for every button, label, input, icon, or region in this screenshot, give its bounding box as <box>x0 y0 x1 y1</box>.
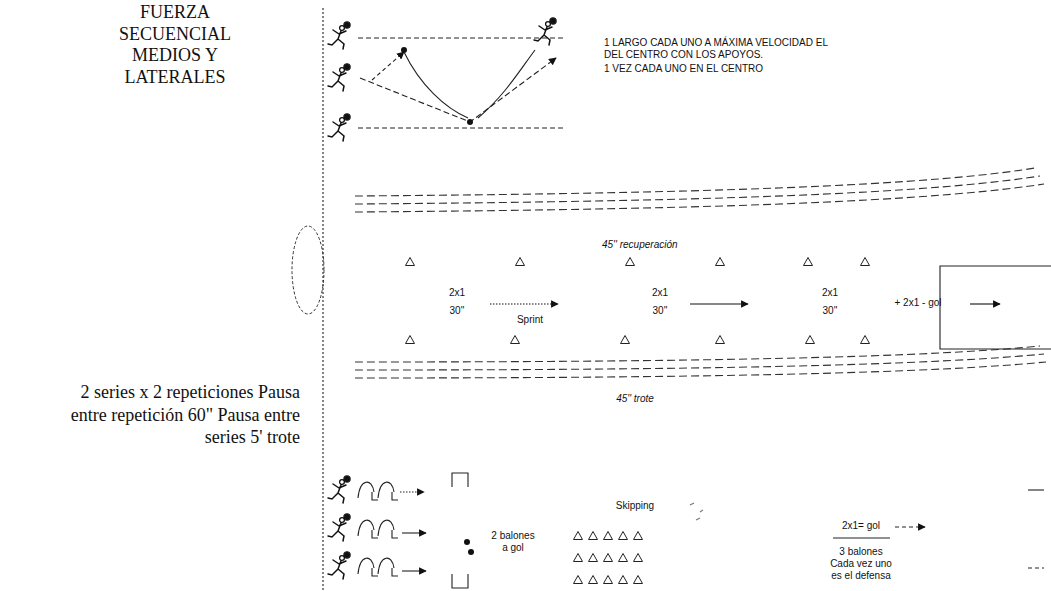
frame-line <box>322 8 323 591</box>
series-note: 2 series x 2 repeticiones Pausa entre re… <box>42 381 300 449</box>
middle-drill <box>355 168 1046 378</box>
skipping-cones <box>574 532 643 584</box>
drill-note: 3 balones Cada vez uno es el defensa <box>830 546 892 582</box>
drill-title: FUERZA SECUENCIAL MEDIOS Y LATERALES <box>105 2 245 88</box>
drill-label: 2x1= gol <box>826 520 896 532</box>
zone-ellipse <box>292 226 324 314</box>
rest-note: 45'' recuperación <box>602 239 722 251</box>
drill-label: Sprint <box>505 314 555 326</box>
cone-rows <box>406 258 870 344</box>
goal-bottom <box>452 574 468 588</box>
drill-note: 1 VEZ CADA UNO EN EL CENTRO <box>604 63 836 75</box>
drill-label: + 2x1 - gol <box>878 297 958 309</box>
drill-label: 2 balones a gol <box>488 530 538 554</box>
drill-label: 30'' <box>437 305 477 317</box>
drill-label: 30'' <box>810 305 850 317</box>
rest-note: 45'' trote <box>590 393 680 405</box>
drill-label: Skipping <box>600 500 670 512</box>
drill-label: 2x1 <box>640 287 680 299</box>
drill-label: 2x1 <box>437 287 477 299</box>
top-drill <box>328 18 565 141</box>
goal-top <box>452 473 468 487</box>
drill-note: 1 LARGO CADA UNO A MÁXIMA VELOCIDAD EL D… <box>604 37 836 61</box>
drill-label: 2x1 <box>810 287 850 299</box>
bottom-drill <box>328 473 1044 588</box>
drill-label: 30'' <box>640 305 680 317</box>
goal-area <box>940 266 1051 349</box>
sprint-arrows <box>490 266 1051 349</box>
